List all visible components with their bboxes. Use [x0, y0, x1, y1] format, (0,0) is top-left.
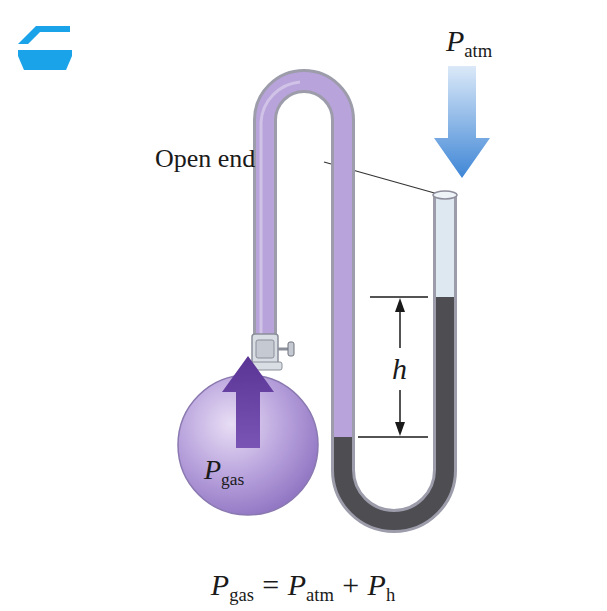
book-icon — [18, 26, 72, 70]
pressure-symbol: P — [368, 568, 386, 601]
height-label: h — [392, 354, 407, 384]
atm-pressure-arrow — [434, 66, 490, 178]
callout-label: Open end — [155, 144, 255, 173]
subscript: gas — [229, 584, 254, 605]
gas-pressure-label: Pgas — [204, 456, 244, 488]
pressure-symbol: P — [211, 568, 229, 601]
stopcock-valve — [248, 334, 294, 370]
pressure-symbol: P — [446, 24, 464, 57]
pressure-equation: Pgas = Patm + Ph — [211, 570, 395, 605]
open-arm-air — [436, 196, 454, 297]
open-end-label: Open end — [155, 146, 255, 172]
gas-pressure-arrow — [222, 356, 274, 448]
subscript: h — [386, 584, 395, 605]
pressure-symbol: P — [204, 454, 221, 485]
operator: + — [342, 568, 359, 601]
mercury-column — [343, 297, 445, 521]
operator: = — [262, 568, 279, 601]
atm-pressure-label: Patm — [446, 26, 492, 61]
pressure-symbol: h — [392, 352, 407, 385]
subscript: atm — [464, 40, 492, 61]
subscript: gas — [221, 470, 244, 489]
subscript: atm — [306, 584, 334, 605]
open-end-rim — [433, 191, 457, 199]
tube-highlight — [261, 82, 300, 345]
pressure-symbol: P — [288, 568, 306, 601]
height-marker — [358, 297, 428, 437]
